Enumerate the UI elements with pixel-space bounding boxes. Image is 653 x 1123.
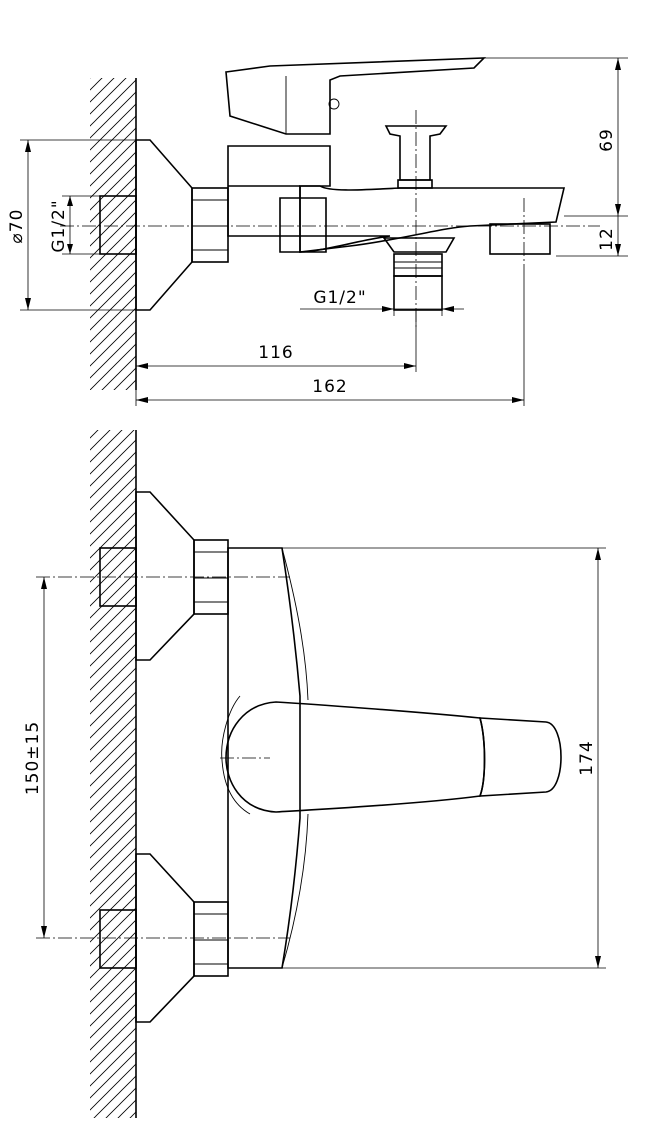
mixer-body-top <box>227 145 391 253</box>
thread-outlet-label: G1/2" <box>313 288 366 308</box>
handle-screw-top <box>328 98 340 110</box>
dim-offset-label: 12 <box>597 227 617 251</box>
wall-hatch-top <box>90 78 136 390</box>
thread-inlet-label: G1/2" <box>49 199 69 252</box>
aerator-top <box>489 223 551 255</box>
hex-nut-lower <box>193 901 229 977</box>
dim-spacing-label: 150±15 <box>23 721 43 795</box>
wall-hatch-bottom <box>90 430 136 1118</box>
lever-handle-front <box>225 701 486 813</box>
spout-top <box>299 185 566 253</box>
dim-diameter-label: ⌀70 <box>7 209 27 244</box>
side-view: 69 12 ⌀70 G1/2" G1/2" 116 <box>7 57 628 406</box>
outlet-connector-top <box>382 237 456 253</box>
dim-162-label: 162 <box>312 377 347 397</box>
dim-116-label: 116 <box>258 343 293 363</box>
front-view: 150±15 174 <box>23 430 606 1118</box>
dim-174-label: 174 <box>577 740 597 775</box>
hex-nut-top <box>191 187 229 263</box>
escutcheon-cone-top <box>135 139 193 311</box>
dim-height-label: 69 <box>597 128 617 152</box>
escutcheon-upper <box>135 491 195 661</box>
lever-handle-top <box>225 57 487 135</box>
